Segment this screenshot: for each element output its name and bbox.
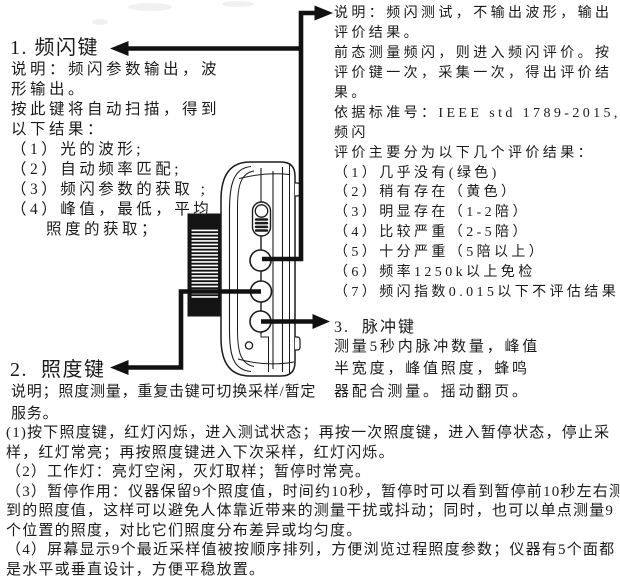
sensor-knob xyxy=(187,213,221,317)
pulse-key-title: 3. 脉冲键 xyxy=(334,319,417,336)
text-line: （6）频率1250k以上免检 xyxy=(334,265,536,281)
flicker-key-description: 说明：频闪参数输出，波形输出。按此键将自动扫描，得到以下结果： （1）光的波形; （… xyxy=(11,60,220,220)
text-line: 测量5秒内脉冲数量，峰值 xyxy=(334,339,541,355)
arrow-flicker-eval xyxy=(262,5,333,262)
slider-switch xyxy=(251,201,272,237)
slider-ribs xyxy=(254,218,269,232)
flicker-key-description-indent: 照度的获取； xyxy=(46,221,161,238)
indicator-led xyxy=(244,341,254,350)
text-line: （2）自动频率匹配; xyxy=(11,161,183,178)
text-line: 依据标准号：IEEE std 1789-2015, xyxy=(334,105,620,121)
pulse-key-description: 测量5秒内脉冲数量，峰值半宽度，峰值照度，蜂鸣器配合测量。摇动翻页。 xyxy=(334,336,540,403)
text-line: 样，红灯常亮；再按照度键进入下次采样，红灯闪烁。 xyxy=(6,444,395,461)
text-line: （7）频闪指数0.015以下不评估结果 xyxy=(334,285,620,301)
text-line: 评价结果。 xyxy=(334,25,421,41)
arrow-lux-key xyxy=(110,289,261,375)
usage-notes: (1)按下照度键，红灯闪烁，进入测试状态；再按一次照度键，进入暂停状态，停止采样… xyxy=(6,424,620,580)
text-line: 是水平或垂直设计，方便平稳放置。 xyxy=(6,561,266,578)
flicker-key-title: 1. 频闪键 xyxy=(10,37,99,59)
text-line: (1)按下照度键，红灯闪烁，进入测试状态；再按一次照度键，进入暂停状态，停止采 xyxy=(6,425,611,441)
text-line: 前态测量频闪，则进入频闪评价。按 xyxy=(334,45,613,61)
text-line: 以下结果： xyxy=(11,121,107,138)
text-line: （3）频闪参数的获取 ; xyxy=(11,181,209,198)
lux-key-description: 说明；照度测量，重复击键可切换采样/暂定服务。 xyxy=(11,382,316,425)
lux-key-title: 2. 照度键 xyxy=(10,359,106,381)
text-line: （1）几乎没有(绿色) xyxy=(334,165,500,181)
side-clip-bottom xyxy=(295,336,301,351)
text-line: 半宽度，峰值照度，蜂鸣 xyxy=(334,361,530,378)
text-line: 评价主要分为以下几个评价结果： xyxy=(334,145,595,161)
text-line: （4）屏幕显示9个最近采样值被按顺序排列，方便浏览过程照度参数；仪器有5个面都 xyxy=(6,542,616,559)
text-line: （5）十分严重（5陪以上） xyxy=(334,245,547,261)
text-line: 器配合测量。摇动翻页。 xyxy=(334,383,530,400)
scan-noise xyxy=(92,1,430,25)
text-line: （4）比较严重（2-5陪） xyxy=(334,225,530,241)
text-line: （4）峰值，最低，平均 xyxy=(11,201,213,218)
text-line: 说明：频闪参数输出，波 xyxy=(11,61,221,78)
text-line: 果。 xyxy=(334,85,369,101)
text-line: （1）光的波形; xyxy=(11,141,145,158)
arrow-flicker-key xyxy=(110,41,301,56)
text-line: （2）工作灯：亮灯空闲，灭灯取样；暂停时常亮。 xyxy=(6,464,372,481)
arrow-pulse-key xyxy=(261,314,330,329)
text-line: 按此键将自动扫描，得到 xyxy=(11,101,221,118)
text-line: （3）暂停作用：仪器保留9个照度值，时间约10秒，暂停时可以看到暂停前10秒左右… xyxy=(6,483,620,500)
flicker-eval-description: 说明：频闪测试，不输出波形，输出评价结果。前态测量频闪，则进入频闪评价。按评价键… xyxy=(334,4,620,303)
text-line: 说明；照度测量，重复击键可切换采样/暂定 xyxy=(11,384,317,400)
text-line: 频闪 xyxy=(334,125,369,141)
text-line: 服务。 xyxy=(11,405,59,422)
text-line: （3）明显存在（1-2陪） xyxy=(334,205,530,221)
text-line: 形输出。 xyxy=(11,81,88,98)
text-line: （2）稍有存在（黄色） xyxy=(334,185,519,201)
text-line: 到的照度值，这样可以避免人体靠近带来的测量干扰或抖动；同时，也可以单点测量9 xyxy=(6,503,615,520)
text-line: 评价键一次，采集一次，得出评价结 xyxy=(334,65,613,81)
text-line: 说明：频闪测试，不输出波形，输出 xyxy=(334,6,613,21)
text-line: 个位置的照度，对比它们照度分布差异或均匀度。 xyxy=(6,522,363,539)
